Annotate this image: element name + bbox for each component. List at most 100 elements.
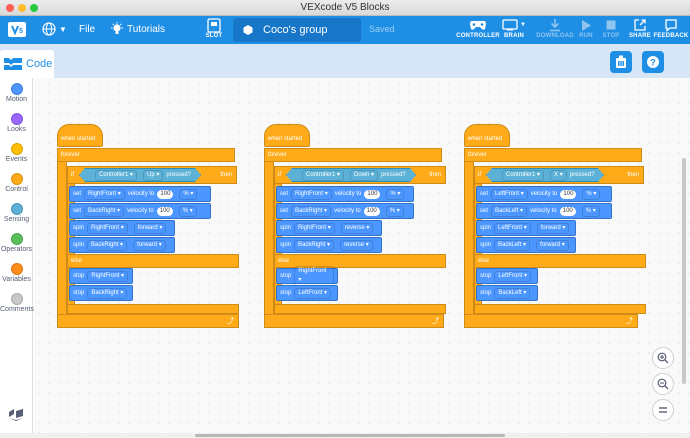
stop-motor-block[interactable]: stop BackLeft xyxy=(476,285,538,301)
when-started-block[interactable]: when started xyxy=(464,124,510,147)
tab-code[interactable]: Code xyxy=(0,50,54,78)
run-button[interactable]: RUN xyxy=(572,17,600,39)
stop-motor-block[interactable]: stop LeftFront xyxy=(276,285,338,301)
direction-dropdown[interactable]: reverse xyxy=(340,222,374,234)
forever-block[interactable]: forever xyxy=(464,148,642,162)
unit-dropdown[interactable]: % xyxy=(179,188,198,200)
set-velocity-block[interactable]: set RightFront velocity to 100 % xyxy=(276,186,414,202)
stop-motor-block[interactable]: stop RightFront xyxy=(69,268,133,284)
set-velocity-block[interactable]: set BackLeft velocity to 100 % xyxy=(476,203,612,219)
motor-dropdown[interactable]: LeftFront xyxy=(494,270,532,282)
category-variables[interactable]: Variables xyxy=(0,263,33,283)
controller-pressed-block[interactable]: Controller1 Down pressed? xyxy=(286,168,416,182)
motor-dropdown[interactable]: BackLeft xyxy=(494,287,531,299)
motor-dropdown[interactable]: RightFront xyxy=(87,222,128,234)
share-button[interactable]: SHARE xyxy=(624,17,656,39)
stop-button[interactable]: STOP xyxy=(597,17,625,39)
forever-block[interactable]: forever xyxy=(57,148,235,162)
project-name-field[interactable]: Coco's group xyxy=(233,18,361,42)
forever-block[interactable]: forever xyxy=(264,148,442,162)
motor-dropdown[interactable]: BackRight xyxy=(291,205,332,217)
category-motion[interactable]: Motion xyxy=(0,83,33,103)
horizontal-scrollbar[interactable] xyxy=(0,433,690,438)
feedback-button[interactable]: FEEDBACK xyxy=(652,17,690,39)
category-operators[interactable]: Operators xyxy=(0,233,33,253)
set-velocity-block[interactable]: set BackRight velocity to 100 % xyxy=(69,203,211,219)
unit-dropdown[interactable]: % xyxy=(582,188,601,200)
motor-dropdown[interactable]: BackLeft xyxy=(494,239,531,251)
motor-dropdown[interactable]: LeftFront xyxy=(294,287,332,299)
motor-dropdown[interactable]: BackRight xyxy=(294,239,335,251)
stop-motor-block[interactable]: stop RightFront xyxy=(276,266,338,286)
category-comments[interactable]: Comments xyxy=(0,293,34,313)
motor-dropdown[interactable]: BackRight xyxy=(84,205,125,217)
device-info-button[interactable] xyxy=(610,51,632,73)
velocity-value[interactable]: 100 xyxy=(157,189,174,199)
motor-dropdown[interactable]: BackRight xyxy=(87,287,128,299)
script-stack[interactable]: when started forever if then Controller1… xyxy=(264,124,448,328)
direction-dropdown[interactable]: forward xyxy=(536,239,569,251)
direction-dropdown[interactable]: forward xyxy=(536,222,570,234)
unit-dropdown[interactable]: % xyxy=(385,205,404,217)
spin-block[interactable]: spin BackRight forward xyxy=(69,237,175,253)
category-events[interactable]: Events xyxy=(0,143,33,163)
help-button[interactable]: ? xyxy=(642,51,664,73)
direction-dropdown[interactable]: reverse xyxy=(340,239,373,251)
spin-block[interactable]: spin RightFront forward xyxy=(69,220,175,236)
zoom-out-button[interactable] xyxy=(652,373,674,395)
spin-block[interactable]: spin RightFront reverse xyxy=(276,220,382,236)
zoom-window-button[interactable] xyxy=(30,4,38,12)
unit-dropdown[interactable]: % xyxy=(581,205,600,217)
button-dropdown[interactable]: Down xyxy=(350,170,378,181)
direction-dropdown[interactable]: forward xyxy=(133,239,166,251)
controller-pressed-block[interactable]: Controller1 Up pressed? xyxy=(79,168,201,182)
motor-dropdown[interactable]: RightFront xyxy=(294,222,335,234)
spin-block[interactable]: spin BackLeft forward xyxy=(476,237,576,253)
velocity-value[interactable]: 100 xyxy=(156,206,173,216)
set-velocity-block[interactable]: set BackRight velocity to 100 % xyxy=(276,203,414,219)
scroll-thumb[interactable] xyxy=(195,434,505,437)
spin-block[interactable]: spin LeftFront forward xyxy=(476,220,576,236)
controller-dropdown[interactable]: Controller1 xyxy=(502,170,544,181)
close-window-button[interactable] xyxy=(6,4,14,12)
unit-dropdown[interactable]: % xyxy=(178,205,197,217)
stop-motor-block[interactable]: stop LeftFront xyxy=(476,268,538,284)
when-started-block[interactable]: when started xyxy=(264,124,310,147)
velocity-value[interactable]: 100 xyxy=(364,189,381,199)
brain-button[interactable]: ▼ BRAIN xyxy=(497,17,531,39)
set-velocity-block[interactable]: set RightFront velocity to 100 % xyxy=(69,186,211,202)
spin-block[interactable]: spin BackRight reverse xyxy=(276,237,382,253)
direction-dropdown[interactable]: forward xyxy=(133,222,167,234)
button-dropdown[interactable]: Up xyxy=(143,170,163,181)
script-stack[interactable]: when started forever if then Controller1… xyxy=(464,124,648,328)
download-button[interactable]: DOWNLOAD xyxy=(534,17,576,39)
velocity-value[interactable]: 100 xyxy=(363,206,380,216)
controller-dropdown[interactable]: Controller1 xyxy=(302,170,344,181)
velocity-value[interactable]: 100 xyxy=(560,189,577,199)
controller-pressed-block[interactable]: Controller1 X pressed? xyxy=(486,168,604,182)
category-sensing[interactable]: Sensing xyxy=(0,203,33,223)
category-looks[interactable]: Looks xyxy=(0,113,33,133)
unit-dropdown[interactable]: % xyxy=(386,188,405,200)
tutorials-button[interactable]: Tutorials xyxy=(110,22,165,36)
category-control[interactable]: Control xyxy=(0,173,33,193)
script-stack[interactable]: when started forever if then Controller1… xyxy=(57,124,241,328)
motor-dropdown[interactable]: LeftFront xyxy=(491,188,528,200)
file-menu[interactable]: File xyxy=(79,24,96,35)
vertical-scrollbar[interactable] xyxy=(682,158,686,384)
stop-motor-block[interactable]: stop BackRight xyxy=(69,285,133,301)
motor-dropdown[interactable]: RightFront xyxy=(294,266,334,286)
motor-dropdown[interactable]: RightFront xyxy=(291,188,332,200)
language-menu[interactable]: ▼ xyxy=(42,22,67,36)
motor-dropdown[interactable]: BackRight xyxy=(87,239,128,251)
set-velocity-block[interactable]: set LeftFront velocity to 100 % xyxy=(476,186,612,202)
motor-dropdown[interactable]: RightFront xyxy=(87,270,129,282)
motor-dropdown[interactable]: RightFront xyxy=(84,188,125,200)
extensions-button[interactable] xyxy=(8,408,24,427)
controller-button[interactable]: CONTROLLER xyxy=(456,17,500,39)
motor-dropdown[interactable]: LeftFront xyxy=(494,222,531,234)
button-dropdown[interactable]: X xyxy=(550,170,567,181)
motor-dropdown[interactable]: BackLeft xyxy=(491,205,528,217)
zoom-in-button[interactable] xyxy=(652,347,674,369)
minimize-window-button[interactable] xyxy=(18,4,26,12)
